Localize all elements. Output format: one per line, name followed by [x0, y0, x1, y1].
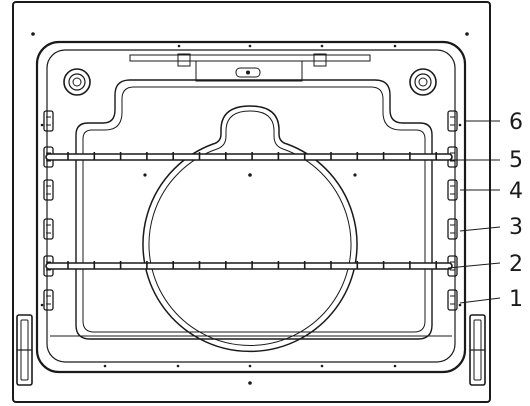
back-wall-panel-inner: [82, 86, 426, 333]
oven-front-frame: [12, 1, 491, 403]
shelf-support-lug-left-1: [43, 289, 54, 311]
frame-screw-top-left: [31, 32, 35, 36]
cavity-outer-outline: [35, 40, 467, 374]
shelf-support-lug-left-4: [43, 179, 54, 201]
shelf-support-lug-left-3: [43, 218, 54, 240]
back-wall-screw-right: [353, 173, 357, 177]
frame-screw-bottom: [248, 381, 252, 385]
lamp-holder-left: [63, 68, 91, 96]
shelf-support-lug-right-6: [447, 110, 458, 132]
wire-rack-level-5: [45, 152, 453, 161]
level-leader-lines: [447, 120, 501, 304]
level-label-5: 5: [509, 148, 523, 173]
frame-screw-top-right: [465, 32, 469, 36]
level-label-3: 3: [509, 215, 523, 240]
door-hinge-right: [469, 314, 486, 386]
shelf-support-lug-right-4: [447, 179, 458, 201]
convection-fan-cover: [142, 105, 358, 353]
shelf-support-lug-left-6: [43, 110, 54, 132]
level-label-4: 4: [509, 179, 523, 204]
side-shelf-supports: [43, 110, 458, 311]
shelf-support-lug-right-3: [447, 218, 458, 240]
lamp-holder-right: [409, 68, 437, 96]
back-wall-panel-outer: [75, 79, 433, 340]
cavity-inner-outline: [46, 49, 456, 363]
back-wall-screw-left: [143, 173, 147, 177]
shelf-support-lug-right-1: [447, 289, 458, 311]
wire-rack-level-2: [45, 261, 453, 270]
level-label-1: 1: [509, 287, 523, 312]
cavity-edge-screws: [40, 44, 462, 368]
wire-racks: [45, 152, 453, 270]
level-label-2: 2: [509, 252, 523, 277]
level-label-6: 6: [509, 110, 523, 135]
door-hinge-left: [16, 314, 33, 386]
top-element-bracket: [129, 53, 371, 82]
